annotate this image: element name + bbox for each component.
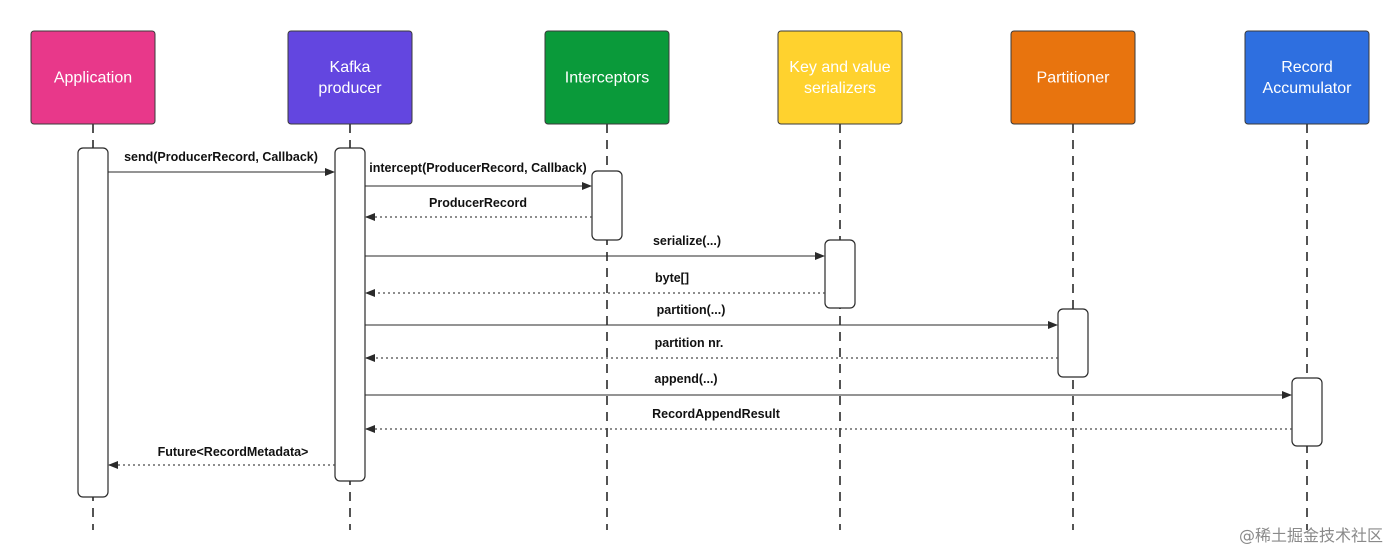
participant-box	[1244, 30, 1370, 125]
participant-box	[1010, 30, 1136, 125]
participant-partitioner: Partitioner	[1010, 30, 1136, 125]
message-arrows	[108, 168, 1292, 469]
lifelines	[92, 124, 1308, 530]
activation-bar-kafka-producer	[334, 147, 366, 482]
message-label-append-result-return: RecordAppendResult	[652, 407, 781, 421]
participant-label: Accumulator	[1263, 80, 1353, 97]
participant-label: Interceptors	[565, 70, 649, 87]
participant-interceptors: Interceptors	[544, 30, 670, 125]
message-label-intercept: intercept(ProducerRecord, Callback)	[369, 161, 586, 175]
participant-boxes: Application Kafka producer Interceptors Key …	[30, 30, 1370, 125]
watermark: @稀土掘金技术社区	[1239, 526, 1383, 545]
activation-bar-application	[77, 147, 109, 498]
activation-bar-partitioner	[1057, 308, 1089, 378]
participant-label: Application	[54, 70, 132, 87]
message-label-partition-nr-return: partition nr.	[655, 336, 724, 350]
activation-bar-record-accumulator	[1291, 377, 1323, 447]
participant-kafka-producer: Kafka producer	[287, 30, 413, 125]
participant-label: Record	[1281, 59, 1333, 76]
message-label-producer-record-return: ProducerRecord	[429, 196, 527, 210]
participant-application: Application	[30, 30, 156, 125]
participant-box	[544, 30, 670, 125]
message-label-byte-return: byte[]	[655, 271, 689, 285]
participant-serializers: Key and value serializers	[777, 30, 903, 125]
participant-box	[30, 30, 156, 125]
message-label-send: send(ProducerRecord, Callback)	[124, 150, 318, 164]
activation-bar-interceptors	[591, 170, 623, 241]
activation-bars	[77, 147, 1323, 498]
participant-label: Kafka	[330, 59, 371, 76]
message-label-future-return: Future<RecordMetadata>	[158, 445, 309, 459]
participant-label: producer	[318, 80, 382, 97]
message-label-serialize: serialize(...)	[653, 234, 721, 248]
participant-box	[287, 30, 413, 125]
message-label-append: append(...)	[654, 372, 717, 386]
participant-label: Key and value	[789, 59, 891, 76]
message-label-partition: partition(...)	[657, 303, 726, 317]
activation-bar-serializers	[824, 239, 856, 309]
participant-label: serializers	[804, 80, 876, 97]
message-labels: send(ProducerRecord, Callback) intercept(…	[124, 150, 781, 459]
participant-label: Partitioner	[1037, 70, 1111, 87]
participant-box	[777, 30, 903, 125]
